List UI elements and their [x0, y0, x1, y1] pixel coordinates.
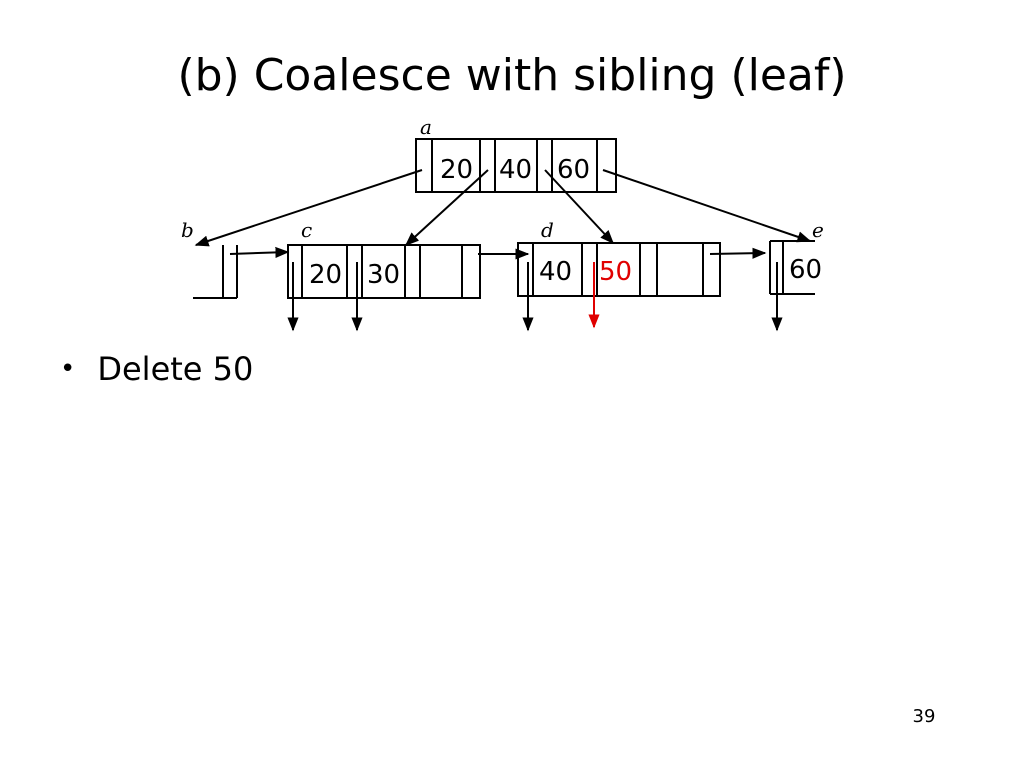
- node-label-e: e: [812, 218, 824, 242]
- root-key-3: 60: [557, 155, 590, 185]
- root-key-2: 40: [499, 155, 532, 185]
- bullet-text: Delete 50: [97, 350, 254, 388]
- bullet-item: • Delete 50: [60, 346, 253, 392]
- sibling-b-to-c: [229, 246, 290, 259]
- bullet-dot-icon: •: [60, 354, 76, 384]
- leaf-c-key-1: 20: [309, 260, 342, 290]
- pointer-a-to-c: [404, 169, 489, 246]
- root-node-a: [415, 138, 617, 193]
- leaf-c-key-2: 30: [367, 260, 400, 290]
- leaf-d-key-1: 40: [539, 257, 572, 287]
- node-label-c: c: [301, 218, 312, 242]
- leaf-node-d: [517, 242, 721, 297]
- node-label-b: b: [181, 218, 194, 242]
- page-number: 39: [912, 706, 936, 727]
- node-label-a: a: [420, 115, 432, 139]
- pointer-a-to-e: [602, 169, 812, 243]
- root-key-1: 20: [440, 155, 473, 185]
- leaf-e-key-1: 60: [789, 255, 822, 285]
- leaf-d-key-2-deleted: 50: [599, 257, 632, 287]
- pointer-a-to-d: [544, 169, 614, 245]
- sibling-d-to-e: [709, 247, 767, 259]
- leaf-node-c: [287, 244, 481, 299]
- pointer-a-to-b: [194, 169, 423, 247]
- slide-title: (b) Coalesce with sibling (leaf): [177, 50, 847, 101]
- node-label-d: d: [541, 218, 554, 242]
